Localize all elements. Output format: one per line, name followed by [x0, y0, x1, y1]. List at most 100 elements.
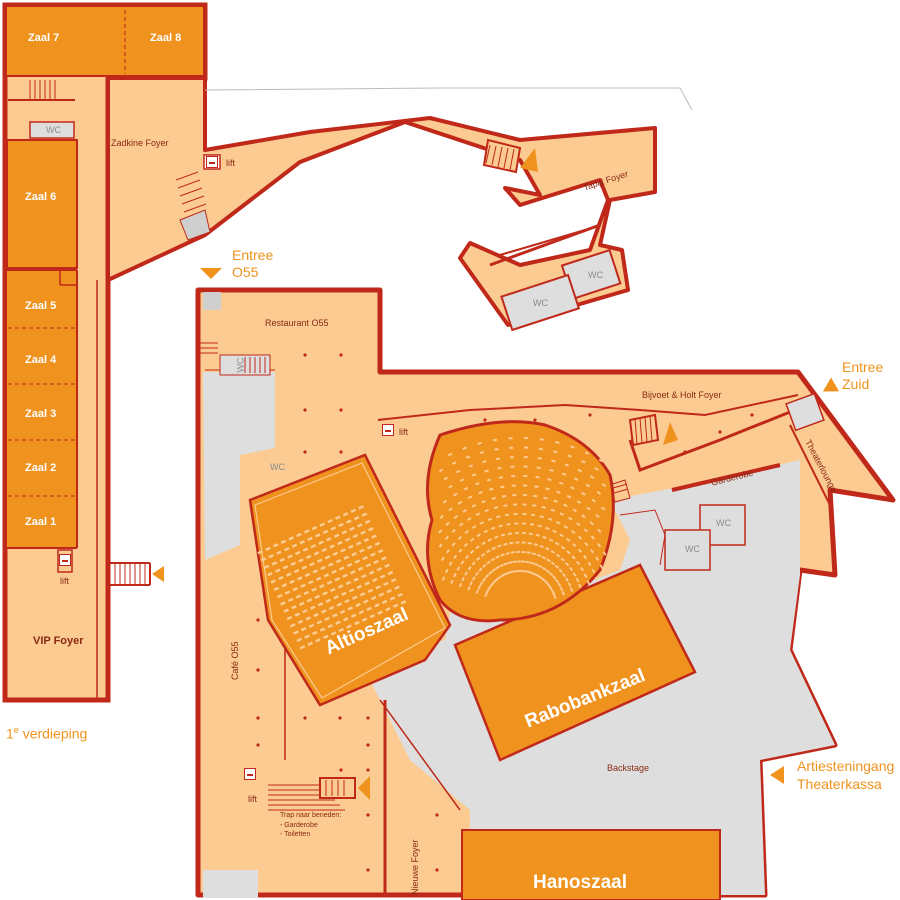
seat [554, 541, 560, 546]
seat [583, 573, 588, 578]
seat [462, 446, 467, 450]
seat [378, 592, 385, 597]
seat [576, 522, 581, 527]
seat [350, 508, 357, 513]
altioszaal-room[interactable] [248, 453, 452, 707]
zaal-7-room[interactable] [7, 7, 125, 76]
zaal-6-room[interactable] [6, 139, 78, 269]
seat [517, 569, 522, 573]
wc-zadkine[interactable] [29, 121, 75, 139]
seat [484, 508, 490, 513]
seat [465, 455, 471, 459]
arrow-artiest [770, 766, 784, 784]
seat [543, 579, 548, 584]
seat [363, 537, 370, 543]
seat [505, 551, 510, 555]
label-wc-main: WC [270, 462, 285, 472]
seat [276, 550, 282, 555]
seat [512, 503, 518, 506]
seat [554, 564, 560, 569]
seat [353, 577, 359, 582]
zaal-2-room[interactable] [7, 440, 77, 496]
seat [274, 568, 281, 573]
seat [537, 524, 542, 528]
seat [314, 594, 321, 600]
seat [300, 627, 307, 632]
zaal-5-room[interactable] [7, 270, 77, 328]
seat [523, 484, 528, 487]
seat [577, 548, 583, 553]
seat [550, 561, 556, 566]
seat [377, 548, 384, 554]
lift-icon-restaurant[interactable] [382, 424, 394, 436]
seat [288, 536, 295, 541]
seat [490, 557, 496, 562]
seat [548, 538, 554, 542]
seat [355, 541, 362, 546]
seat [482, 563, 487, 568]
seat [318, 540, 324, 545]
zaal-1-room[interactable] [7, 496, 77, 548]
seat [448, 507, 453, 512]
seat [576, 500, 582, 504]
seat [451, 542, 456, 547]
seat [336, 602, 343, 607]
seat [546, 558, 551, 563]
seat [580, 566, 584, 572]
seat [289, 623, 296, 628]
seat [475, 545, 480, 550]
zaal-4-room[interactable] [7, 328, 77, 384]
zaal-3-room[interactable] [7, 384, 77, 440]
seat [375, 585, 381, 590]
seat [334, 577, 341, 582]
seat [569, 587, 574, 592]
seat [539, 515, 544, 519]
seat [535, 476, 540, 479]
seat [335, 620, 341, 625]
seat [485, 589, 490, 594]
seat [448, 561, 453, 566]
hanoszaal-room[interactable] [461, 829, 721, 900]
label-zaal-7: Zaal 7 [28, 32, 60, 44]
seat [523, 475, 528, 478]
seat [438, 468, 444, 473]
seat [589, 521, 594, 526]
wc-tapijt-2[interactable] [500, 273, 581, 332]
rabobankzaal-room[interactable] [426, 420, 697, 762]
label-zaal-4: Zaal 4 [25, 354, 57, 366]
seat [596, 490, 602, 495]
seat [497, 575, 502, 580]
lift-icon-zadkine[interactable] [206, 156, 218, 168]
seat [553, 450, 558, 454]
seat [479, 451, 485, 455]
seat [287, 554, 293, 559]
seat [342, 573, 348, 578]
seat [383, 581, 389, 587]
seat [477, 585, 482, 590]
lift-icon-cafe[interactable] [244, 768, 256, 780]
seat [463, 486, 469, 491]
label-entree-o55-2: O55 [232, 264, 259, 280]
label-zaal-1: Zaal 1 [25, 516, 57, 528]
seat [562, 572, 567, 578]
seat [542, 535, 547, 539]
label-nieuwe-foyer: Nieuwe Foyer [410, 839, 420, 895]
seat [556, 490, 561, 494]
seat [540, 577, 545, 581]
lift-icon-vip[interactable] [59, 554, 71, 566]
seat [572, 508, 577, 513]
seat [451, 528, 456, 533]
seat [297, 619, 304, 625]
seat [359, 592, 366, 597]
seat [497, 544, 502, 548]
seat [358, 505, 364, 510]
seat [301, 565, 308, 570]
seat [533, 562, 539, 567]
seat [572, 542, 577, 548]
zaal-8-room[interactable] [125, 7, 203, 76]
seat [506, 571, 512, 575]
seat [522, 503, 527, 506]
seat [308, 623, 315, 628]
seat [514, 522, 519, 525]
seat [467, 517, 472, 521]
